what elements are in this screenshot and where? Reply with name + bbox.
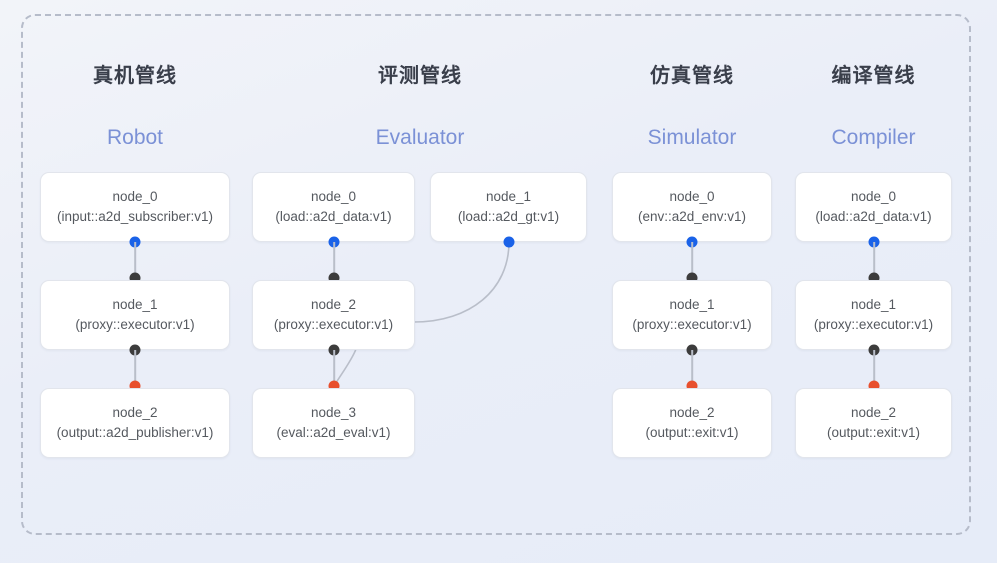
node-port-input-black[interactable]: [868, 272, 880, 284]
column-title-en-robot: Robot: [106, 126, 164, 149]
node-type: (output::exit:v1): [826, 424, 921, 440]
edge-connector: [134, 242, 136, 278]
node-card[interactable]: node_2 (output::exit:v1): [795, 388, 952, 458]
diagram-dashed-frame: [21, 14, 971, 535]
column-title-cn-compiler: 编译管线: [831, 65, 916, 87]
node-type: (output::exit:v1): [645, 424, 739, 440]
node-type: (load::a2d_gt:v1): [457, 208, 560, 224]
column-title-en-compiler: Compiler: [831, 126, 916, 149]
node-id: node_0: [310, 189, 357, 205]
node-port-output-blue[interactable]: [503, 236, 515, 248]
node-type: (load::a2d_data:v1): [815, 208, 932, 224]
edge-connector: [873, 242, 875, 278]
column-title-cn-evaluator: 评测管线: [378, 65, 462, 87]
node-type: (env::a2d_env:v1): [637, 208, 747, 224]
edge-connector: [691, 350, 693, 386]
node-type: (load::a2d_data:v1): [275, 208, 392, 224]
node-type: (proxy::executor:v1): [75, 316, 195, 332]
column-title-en-evaluator: Evaluator: [375, 126, 465, 149]
node-type: (input::a2d_subscriber:v1): [56, 208, 214, 224]
node-port-input-red[interactable]: [868, 380, 880, 392]
node-port-input-black[interactable]: [328, 272, 340, 284]
column-title-cn-simulator: 仿真管线: [650, 65, 734, 87]
edge-connector: [134, 350, 136, 386]
node-id: node_1: [669, 297, 715, 313]
column-title-cn-robot: 真机管线: [93, 65, 177, 87]
node-id: node_1: [112, 297, 158, 313]
node-id: node_3: [310, 405, 357, 421]
node-type: (eval::a2d_eval:v1): [276, 424, 391, 440]
node-id: node_1: [485, 189, 532, 205]
node-card[interactable]: node_2 (proxy::executor:v1): [252, 280, 415, 350]
node-card[interactable]: node_1 (proxy::executor:v1): [795, 280, 952, 350]
node-port-input-black[interactable]: [686, 272, 698, 284]
node-id: node_0: [112, 189, 158, 205]
node-card[interactable]: node_3 (eval::a2d_eval:v1): [252, 388, 415, 458]
node-card[interactable]: node_0 (env::a2d_env:v1): [612, 172, 772, 242]
node-id: node_0: [669, 189, 715, 205]
node-id: node_0: [850, 189, 897, 205]
node-port-input-red[interactable]: [129, 380, 141, 392]
edge-connector: [691, 242, 693, 278]
node-type: (proxy::executor:v1): [813, 316, 934, 332]
node-card[interactable]: node_2 (output::a2d_publisher:v1): [40, 388, 230, 458]
node-card[interactable]: node_1 (load::a2d_gt:v1): [430, 172, 587, 242]
node-port-input-red[interactable]: [328, 380, 340, 392]
edge-connector: [333, 350, 335, 386]
edge-connector: [333, 242, 335, 278]
node-port-input-black[interactable]: [129, 272, 141, 284]
node-id: node_2: [310, 297, 357, 313]
node-card[interactable]: node_0 (load::a2d_data:v1): [252, 172, 415, 242]
node-card[interactable]: node_0 (load::a2d_data:v1): [795, 172, 952, 242]
node-port-input-red[interactable]: [686, 380, 698, 392]
node-type: (output::a2d_publisher:v1): [56, 424, 214, 440]
node-type: (proxy::executor:v1): [632, 316, 752, 332]
node-id: node_2: [850, 405, 897, 421]
node-id: node_2: [669, 405, 715, 421]
node-type: (proxy::executor:v1): [273, 316, 394, 332]
node-card[interactable]: node_1 (proxy::executor:v1): [612, 280, 772, 350]
column-title-en-simulator: Simulator: [647, 126, 737, 149]
edge-connector: [873, 350, 875, 386]
node-card[interactable]: node_1 (proxy::executor:v1): [40, 280, 230, 350]
node-id: node_1: [850, 297, 897, 313]
node-card[interactable]: node_0 (input::a2d_subscriber:v1): [40, 172, 230, 242]
node-id: node_2: [112, 405, 158, 421]
node-card[interactable]: node_2 (output::exit:v1): [612, 388, 772, 458]
